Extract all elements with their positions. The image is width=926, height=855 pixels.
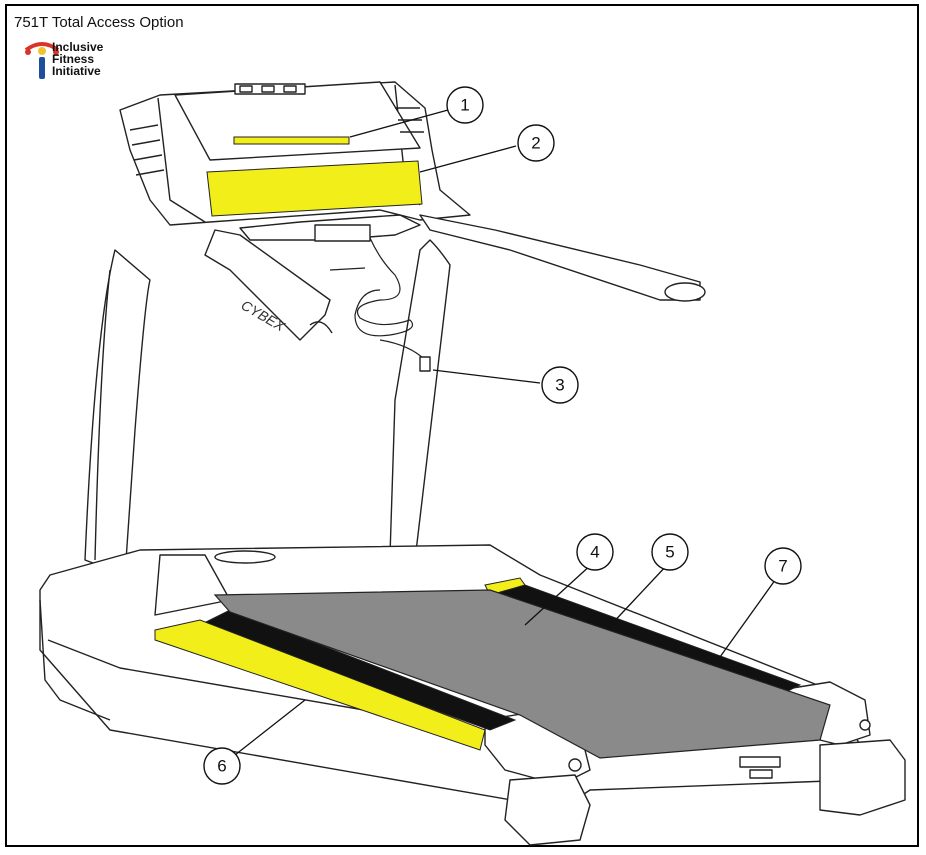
upright-left: [84, 249, 151, 576]
callout-2-circle: [517, 124, 555, 162]
callout-1-circle: [446, 86, 484, 124]
logo-line-3: Initiative: [52, 64, 101, 78]
side-rail-left-yellow: [154, 619, 486, 751]
ifi-figure-icon: [24, 42, 60, 79]
callout-7-circle: [764, 547, 802, 585]
console-indicator-bar: [233, 136, 350, 145]
callout-1: 1: [460, 96, 469, 115]
handlebar-right: [419, 214, 701, 301]
callout-6: 6: [217, 757, 226, 776]
highlight-areas: [154, 136, 802, 751]
console-panel-highlight: [206, 160, 423, 217]
diagram-title: 751T Total Access Option: [14, 14, 184, 31]
upright-right: [389, 239, 451, 561]
callout-3: 3: [555, 376, 564, 395]
running-belt: [213, 589, 831, 759]
logo-line-2: Fitness: [52, 52, 95, 66]
logo-text: Inclusive Fitness Initiative: [52, 41, 103, 77]
callout-4-circle: [576, 533, 614, 571]
callout-7: 7: [778, 557, 787, 576]
logo-line-1: Inclusive: [52, 40, 104, 54]
callout-3-circle: [541, 366, 579, 404]
callout-5-circle: [651, 533, 689, 571]
callout-6-circle: [203, 747, 241, 785]
callout-2: 2: [531, 134, 540, 153]
handlebar-left: [204, 229, 331, 341]
callout-5: 5: [665, 543, 674, 562]
callout-4: 4: [590, 543, 599, 562]
